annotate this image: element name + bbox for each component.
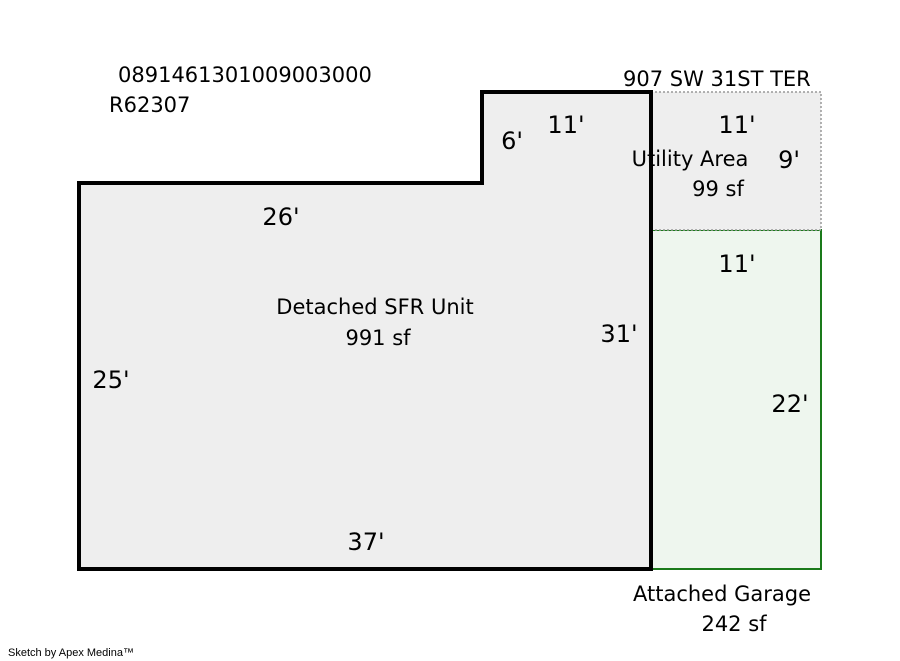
garage-area <box>650 229 822 570</box>
main-area-name: Detached SFR Unit <box>276 295 473 319</box>
account-id-label: R62307 <box>109 93 190 117</box>
dim-utility-right: 9' <box>778 146 800 174</box>
main-area-size: 991 sf <box>345 326 411 350</box>
dim-main-notch-side: 6' <box>501 127 523 155</box>
detached-sfr-area <box>77 90 653 571</box>
dim-garage-right: 22' <box>771 390 808 418</box>
sketch-credit: Sketch by Apex Medina™ <box>8 647 134 659</box>
dim-main-notch-top: 11' <box>547 111 584 139</box>
dim-utility-top: 11' <box>718 111 755 139</box>
dim-main-right: 31' <box>600 320 637 348</box>
parcel-id-label: 0891461301009003000 <box>118 63 372 87</box>
utility-area-name: Utility Area <box>632 147 749 171</box>
dim-main-top-left: 26' <box>262 203 299 231</box>
dim-garage-top: 11' <box>718 250 755 278</box>
dim-main-left: 25' <box>92 366 129 394</box>
garage-area-size: 242 sf <box>701 612 767 636</box>
utility-area-size: 99 sf <box>692 177 744 201</box>
utility-area <box>650 91 822 231</box>
address-label: 907 SW 31ST TER <box>623 67 811 91</box>
garage-area-name: Attached Garage <box>633 582 811 606</box>
dim-main-bottom: 37' <box>347 528 384 556</box>
